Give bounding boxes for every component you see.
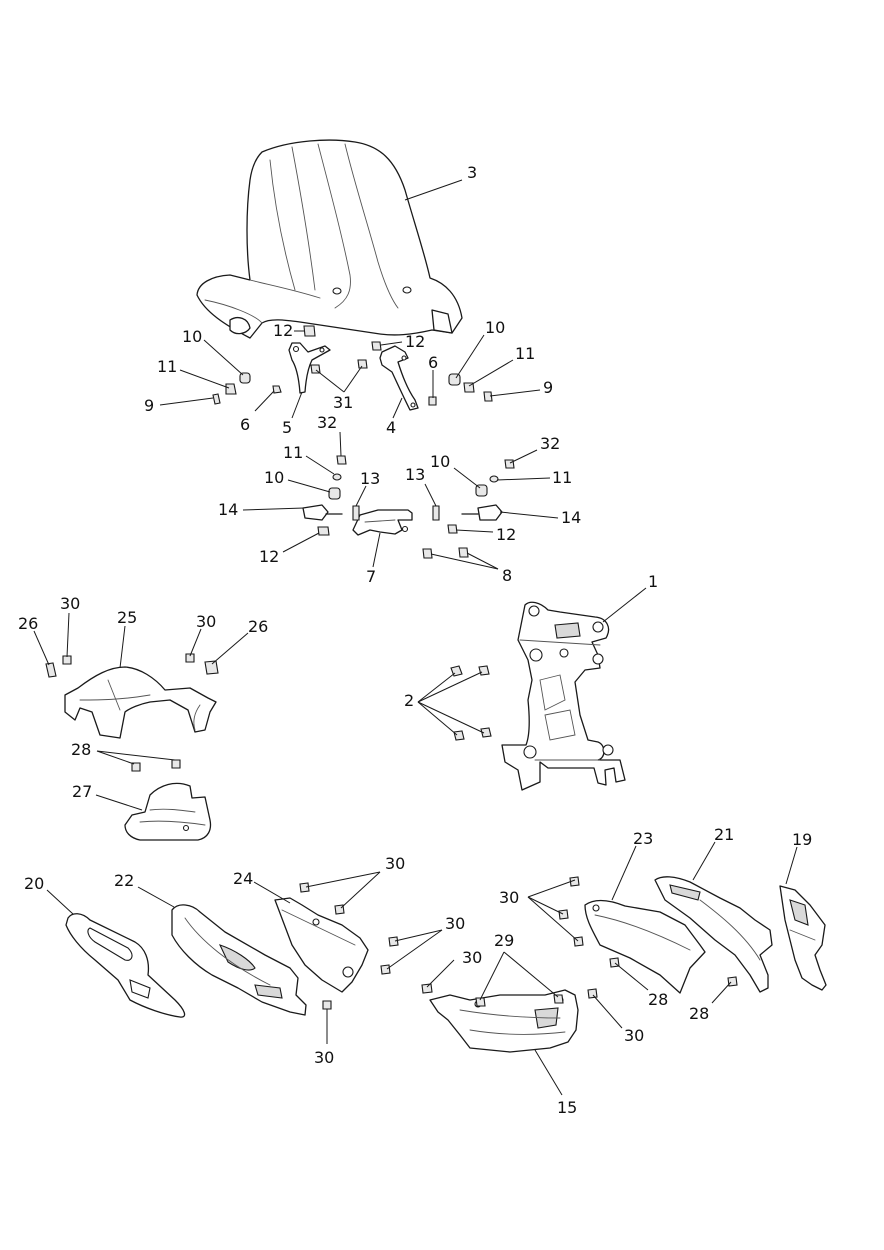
callout-30-bottom-left: 30 [314,1048,334,1067]
callout-13-right: 13 [405,465,425,484]
callout-30-lower-right: 30 [445,914,465,933]
panel-part-21 [654,876,773,993]
callout-13-left: 13 [360,469,380,488]
callout-32-left: 32 [317,413,337,432]
callout-11-left: 11 [157,357,177,376]
callout-20: 20 [24,874,44,893]
callout-30-right-group: 30 [499,888,519,907]
callout-12-top-left: 12 [273,321,293,340]
fasteners-lower-right [558,876,738,987]
windscreen-part-3 [196,139,463,339]
callout-14-right: 14 [561,508,581,527]
callout-11-mid-left: 11 [283,443,303,462]
callout-30-lower-mid: 30 [385,854,405,873]
callout-14-left: 14 [218,500,238,519]
callout-10-mid-right: 10 [430,452,450,471]
callout-10-right: 10 [485,318,505,337]
callout-3: 3 [467,163,477,182]
callout-9-left: 9 [144,396,154,415]
bracket-part-7 [352,509,413,536]
fasteners-15 [421,983,598,1007]
callout-7: 7 [366,567,376,586]
callout-22: 22 [114,871,134,890]
callout-30-cowl-right: 30 [196,612,216,631]
callout-10-left: 10 [182,327,202,346]
fasteners-lower-left [299,882,399,1010]
callout-32-right: 32 [540,434,560,453]
callout-30-under-21: 28 [689,1004,709,1023]
callout-19: 19 [792,830,812,849]
callout-24: 24 [233,869,253,888]
callout-11-mid-right: 11 [552,468,572,487]
clamp-part-14-left [302,504,343,521]
panel-part-20 [65,913,186,1018]
callout-11-right: 11 [515,344,535,363]
callout-1: 1 [648,572,658,591]
callout-6-left: 6 [240,415,250,434]
callout-29: 29 [494,931,514,950]
panel-part-22 [171,904,307,1016]
frame-bracket-part-1 [501,601,626,791]
cowl-part-25 [64,666,217,739]
callout-26-right: 26 [248,617,268,636]
callout-30-under-23: 28 [648,990,668,1009]
fasteners-upper [212,325,493,406]
callout-21: 21 [714,825,734,844]
panel-part-23 [584,899,706,994]
callout-30-cowl-left: 30 [60,594,80,613]
bracket-part-4 [379,345,419,411]
callout-4: 4 [386,418,396,437]
callout-28-pan-right: 30 [624,1026,644,1045]
callout-27: 27 [72,782,92,801]
callout-26-left: 26 [18,614,38,633]
callout-23: 23 [633,829,653,848]
callout-25: 25 [117,608,137,627]
callout-12-mid-left: 12 [259,547,279,566]
callout-6-right: 6 [428,353,438,372]
callout-5: 5 [282,418,292,437]
panel-part-24 [274,897,369,993]
callout-12-top-right: 12 [405,332,425,351]
callout-28-cowl: 28 [71,740,91,759]
callout-9-right: 9 [543,378,553,397]
fasteners-25 [45,653,219,772]
callout-12-mid-right: 12 [496,525,516,544]
bracket-part-5 [288,342,331,394]
callout-31: 31 [333,393,353,412]
callout-8: 8 [502,566,512,585]
clamp-part-14-right [461,504,503,521]
callout-28-pan-left: 30 [462,948,482,967]
callout-2: 2 [404,691,414,710]
panel-part-19 [779,885,827,991]
callout-15: 15 [557,1098,577,1117]
callout-10-mid-left: 10 [264,468,284,487]
cover-part-27 [124,782,212,841]
